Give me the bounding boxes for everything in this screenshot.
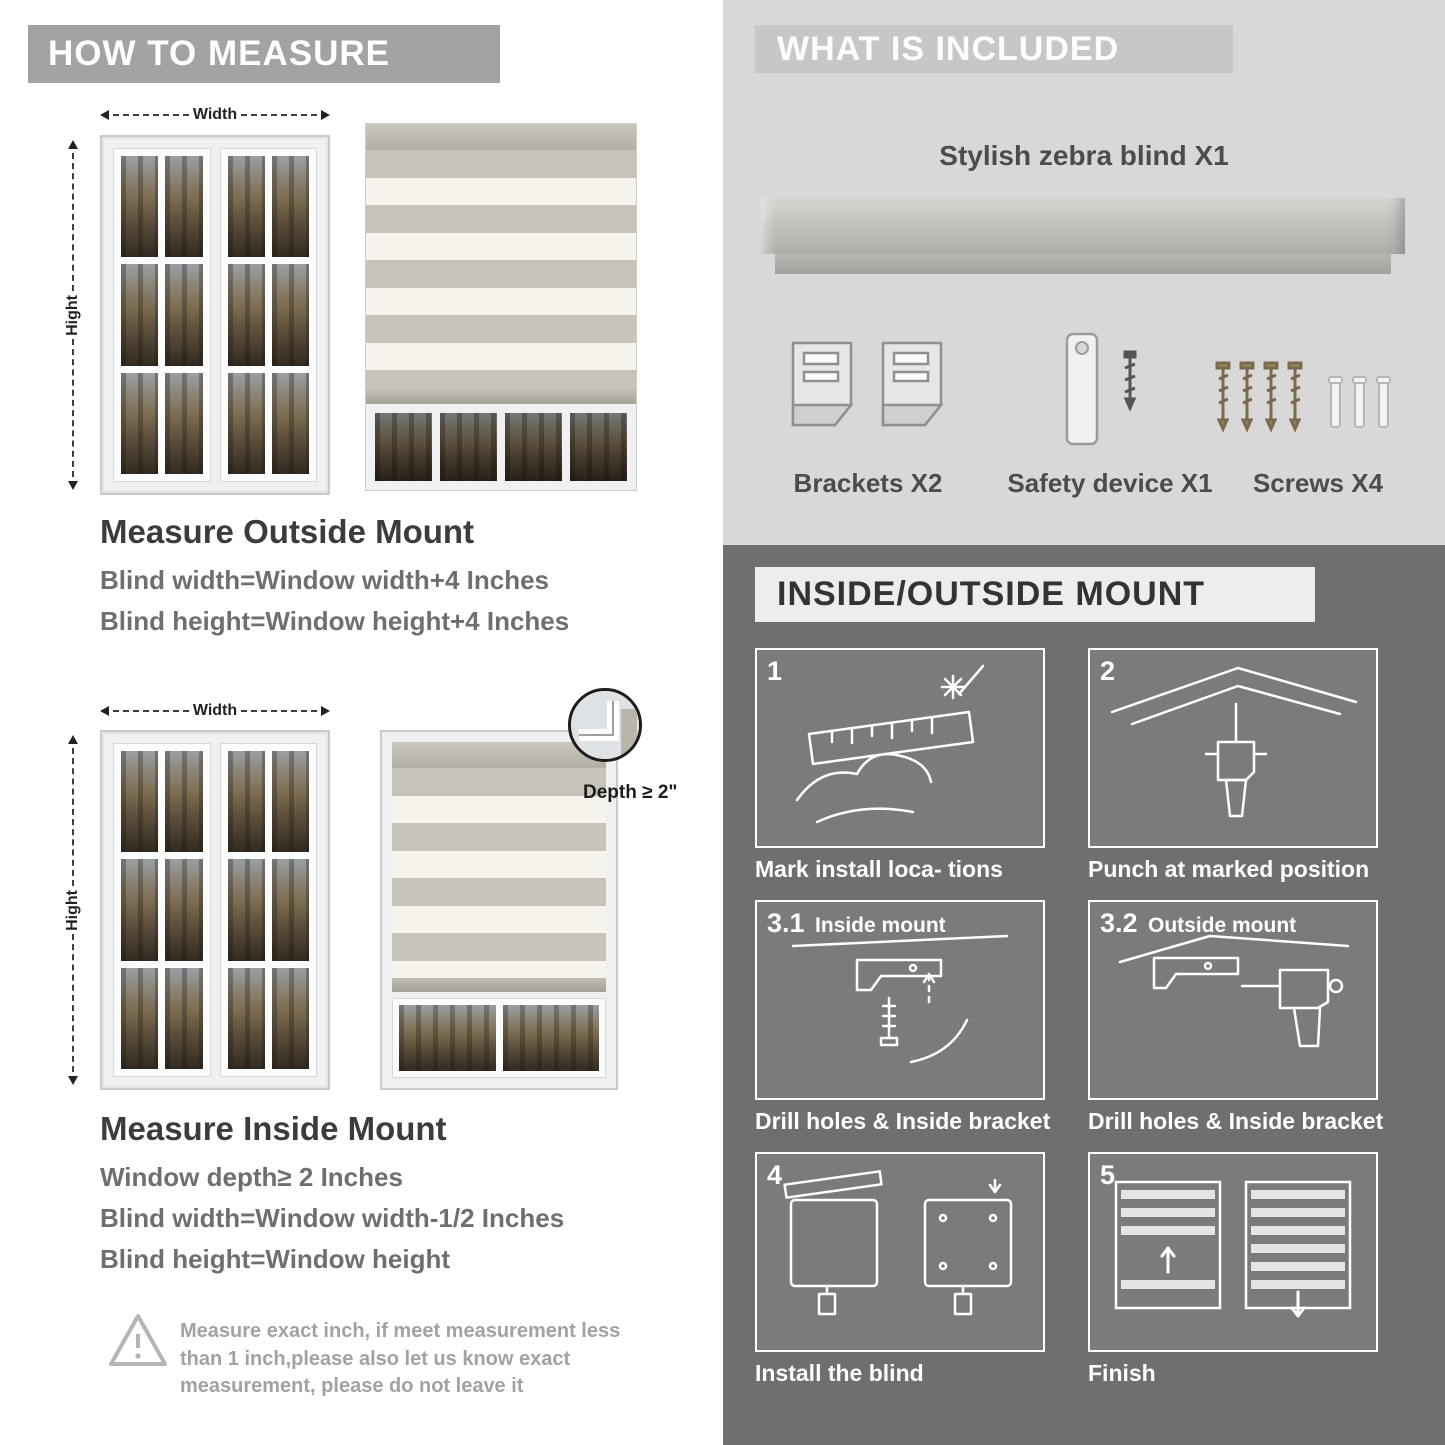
screws-icon (1215, 361, 1391, 433)
arrow-down-icon (68, 481, 78, 490)
blind-body (392, 742, 606, 992)
step-number: 3.2 (1100, 908, 1138, 938)
window-illustration-outside (100, 135, 330, 495)
step-panel-3-2: 3.2 Outside mount (1088, 900, 1378, 1100)
inside-outside-mount-title: INSIDE/OUTSIDE MOUNT (777, 575, 1206, 613)
how-to-measure-section: HOW TO MEASURE Width Hight Measure Outsi… (0, 0, 710, 1445)
what-is-included-section: WHAT IS INCLUDED Stylish zebra blind X1 (723, 0, 1445, 545)
blind-stripes (392, 768, 606, 978)
step-number: 3.1 (767, 908, 805, 938)
brackets-label: Brackets X2 (793, 468, 943, 498)
inside-mount-line: Window depth≥ 2 Inches (100, 1162, 403, 1192)
step-number: 4 (767, 1160, 783, 1190)
height-measure-arrow: Hight (64, 735, 82, 1085)
brackets-icon (791, 341, 944, 427)
how-to-measure-header: HOW TO MEASURE (28, 25, 500, 83)
step-title: Outside mount (1148, 914, 1297, 937)
step-caption-5: Finish (1088, 1360, 1156, 1386)
finished-blinds-illustration (1114, 1180, 1352, 1318)
outside-mount-line: Blind height=Window height+4 Inches (100, 606, 570, 636)
product-name: Stylish zebra blind X1 (939, 140, 1229, 171)
blind-bottom-rail (366, 390, 636, 404)
step-panel-1: 1 (755, 648, 1045, 848)
measure-warning-text: Measure exact inch, if meet measurement … (180, 1320, 621, 1398)
width-label: Width (192, 106, 238, 123)
step-caption-3-2: Drill holes & Inside bracket (1088, 1108, 1384, 1134)
step-caption-2: Punch at marked position (1088, 856, 1370, 882)
height-label: Hight (64, 889, 81, 931)
mark-location-illustration (795, 664, 985, 824)
arrow-right-icon (321, 110, 330, 120)
step-caption-4: Install the blind (755, 1360, 924, 1386)
width-measure-arrow: Width (100, 106, 330, 124)
step-title: Inside mount (815, 914, 946, 937)
step-caption-3-1: Drill holes & Inside bracket (755, 1108, 1051, 1134)
window-sash (219, 148, 317, 482)
drill-ceiling-illustration (1110, 666, 1358, 818)
width-label: Width (192, 702, 238, 719)
step-panel-3-1: 3.1 Inside mount (755, 900, 1045, 1100)
window-sash (113, 148, 211, 482)
depth-requirement-label: Depth ≥ 2" (583, 782, 678, 803)
window-sash (219, 743, 317, 1077)
step-caption-1: Mark install loca- tions (755, 856, 1003, 882)
window-sash (113, 743, 211, 1077)
what-is-included-title: WHAT IS INCLUDED (777, 29, 1120, 68)
warning-icon (109, 1314, 167, 1366)
window-under-blind (392, 998, 606, 1078)
inside-mount-line: Blind height=Window height (100, 1244, 450, 1274)
step-number: 2 (1100, 656, 1116, 686)
arrow-up-icon (68, 735, 78, 744)
safety-device-icon (1065, 332, 1137, 446)
inside-mount-line: Blind width=Window width-1/2 Inches (100, 1203, 565, 1233)
window-under-blind (366, 404, 636, 490)
screws-label: Screws X4 (1252, 468, 1384, 498)
inside-outside-mount-section: INSIDE/OUTSIDE MOUNT 1 Mark install loca… (723, 545, 1445, 1445)
blind-cassette (366, 124, 636, 150)
arrow-right-icon (321, 706, 330, 716)
inside-outside-mount-header: INSIDE/OUTSIDE MOUNT (755, 567, 1315, 622)
what-is-included-header: WHAT IS INCLUDED (755, 25, 1233, 73)
outside-mount-title: Measure Outside Mount (100, 513, 475, 550)
arrow-down-icon (68, 1076, 78, 1085)
arrow-up-icon (68, 140, 78, 149)
blind-stripes (366, 150, 636, 390)
inside-mount-title: Measure Inside Mount (100, 1110, 447, 1147)
zebra-blind-product-lip (775, 254, 1391, 274)
step-number: 1 (767, 656, 783, 686)
inside-bracket-illustration (791, 934, 1009, 1064)
arrow-left-icon (100, 706, 109, 716)
arrow-left-icon (100, 110, 109, 120)
step-panel-5: 5 (1088, 1152, 1378, 1352)
step-panel-2: 2 (1088, 648, 1378, 848)
outside-bracket-illustration (1118, 934, 1350, 1048)
step-number: 5 (1100, 1160, 1116, 1190)
zebra-blind-product-image (761, 198, 1405, 254)
height-measure-arrow: Hight (64, 140, 82, 490)
step-panel-4: 4 (755, 1152, 1045, 1352)
frame-corner-icon (571, 691, 639, 759)
how-to-measure-title: HOW TO MEASURE (48, 34, 390, 73)
window-illustration-inside (100, 730, 330, 1090)
depth-detail-magnifier (568, 688, 642, 762)
blind-bottom-rail (392, 978, 606, 992)
zebra-blind-inside-illustration (380, 730, 618, 1090)
width-measure-arrow: Width (100, 702, 330, 720)
safety-device-label: Safety device X1 (1007, 468, 1213, 498)
install-blind-illustration (783, 1170, 1013, 1316)
blind-cassette (392, 742, 606, 768)
zebra-blind-outside-illustration (365, 123, 637, 491)
outside-mount-line: Blind width=Window width+4 Inches (100, 565, 549, 595)
height-label: Hight (64, 294, 81, 336)
